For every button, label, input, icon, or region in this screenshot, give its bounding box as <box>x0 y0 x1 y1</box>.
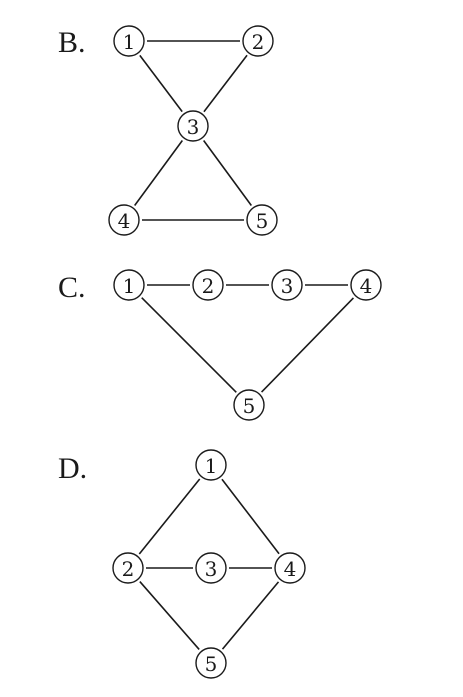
option-c-node-2: 2 <box>192 269 224 301</box>
node-number: 3 <box>187 115 200 139</box>
option-b-edge-2-3 <box>203 54 248 113</box>
option-d-edge-1-2 <box>138 478 201 555</box>
node-circle <box>246 204 278 236</box>
option-b-node-5: 5 <box>246 204 278 236</box>
option-d-node-4: 4 <box>274 552 306 584</box>
node-number: 5 <box>205 652 218 676</box>
option-d-edge-2-5 <box>139 581 200 650</box>
option-c-node-4: 4 <box>350 269 382 301</box>
option-d-node-3: 3 <box>195 552 227 584</box>
option-d-node-2: 2 <box>112 552 144 584</box>
node-circle <box>112 552 144 584</box>
node-number: 4 <box>284 557 297 581</box>
node-circle <box>242 25 274 57</box>
option-b-edge-3-4 <box>134 140 183 206</box>
option-b-graph: B. 1 2 3 4 5 <box>58 25 278 236</box>
option-d-edge-1-4 <box>221 478 280 555</box>
node-number: 3 <box>205 557 218 581</box>
node-number: 1 <box>123 274 136 298</box>
option-d-node-1: 1 <box>195 449 227 481</box>
node-number: 2 <box>202 274 215 298</box>
option-d-edge-4-5 <box>221 581 280 650</box>
node-number: 3 <box>281 274 294 298</box>
option-b-edge-3-5 <box>203 140 252 206</box>
option-c-node-5: 5 <box>233 389 265 421</box>
option-c-label: C. <box>58 271 86 304</box>
node-circle <box>113 25 145 57</box>
option-c-edge-4-5 <box>260 297 355 393</box>
node-circle <box>195 552 227 584</box>
option-c-graph: C. 1 2 3 4 5 <box>58 269 382 421</box>
option-c-edge-1-5 <box>141 297 237 393</box>
node-number: 1 <box>205 454 218 478</box>
node-circle <box>177 110 209 142</box>
option-b-node-4: 4 <box>108 204 140 236</box>
node-circle <box>233 389 265 421</box>
option-d-label: D. <box>58 452 87 485</box>
option-d-graph: D. 1 2 3 4 5 <box>58 449 306 679</box>
option-d-node-5: 5 <box>195 647 227 679</box>
option-b-node-2: 2 <box>242 25 274 57</box>
option-c-node-3: 3 <box>271 269 303 301</box>
node-circle <box>195 647 227 679</box>
option-c-node-1: 1 <box>113 269 145 301</box>
node-number: 4 <box>360 274 373 298</box>
node-number: 5 <box>256 209 269 233</box>
option-b-node-1: 1 <box>113 25 145 57</box>
node-circle <box>350 269 382 301</box>
node-number: 2 <box>122 557 135 581</box>
node-circle <box>192 269 224 301</box>
node-circle <box>195 449 227 481</box>
node-number: 4 <box>118 209 131 233</box>
option-b-label: B. <box>58 26 86 59</box>
node-circle <box>274 552 306 584</box>
node-number: 2 <box>252 30 265 54</box>
option-b-edge-1-3 <box>139 54 183 113</box>
option-b-node-3: 3 <box>177 110 209 142</box>
node-circle <box>113 269 145 301</box>
node-circle <box>271 269 303 301</box>
node-number: 5 <box>243 394 256 418</box>
node-circle <box>108 204 140 236</box>
node-number: 1 <box>123 30 136 54</box>
